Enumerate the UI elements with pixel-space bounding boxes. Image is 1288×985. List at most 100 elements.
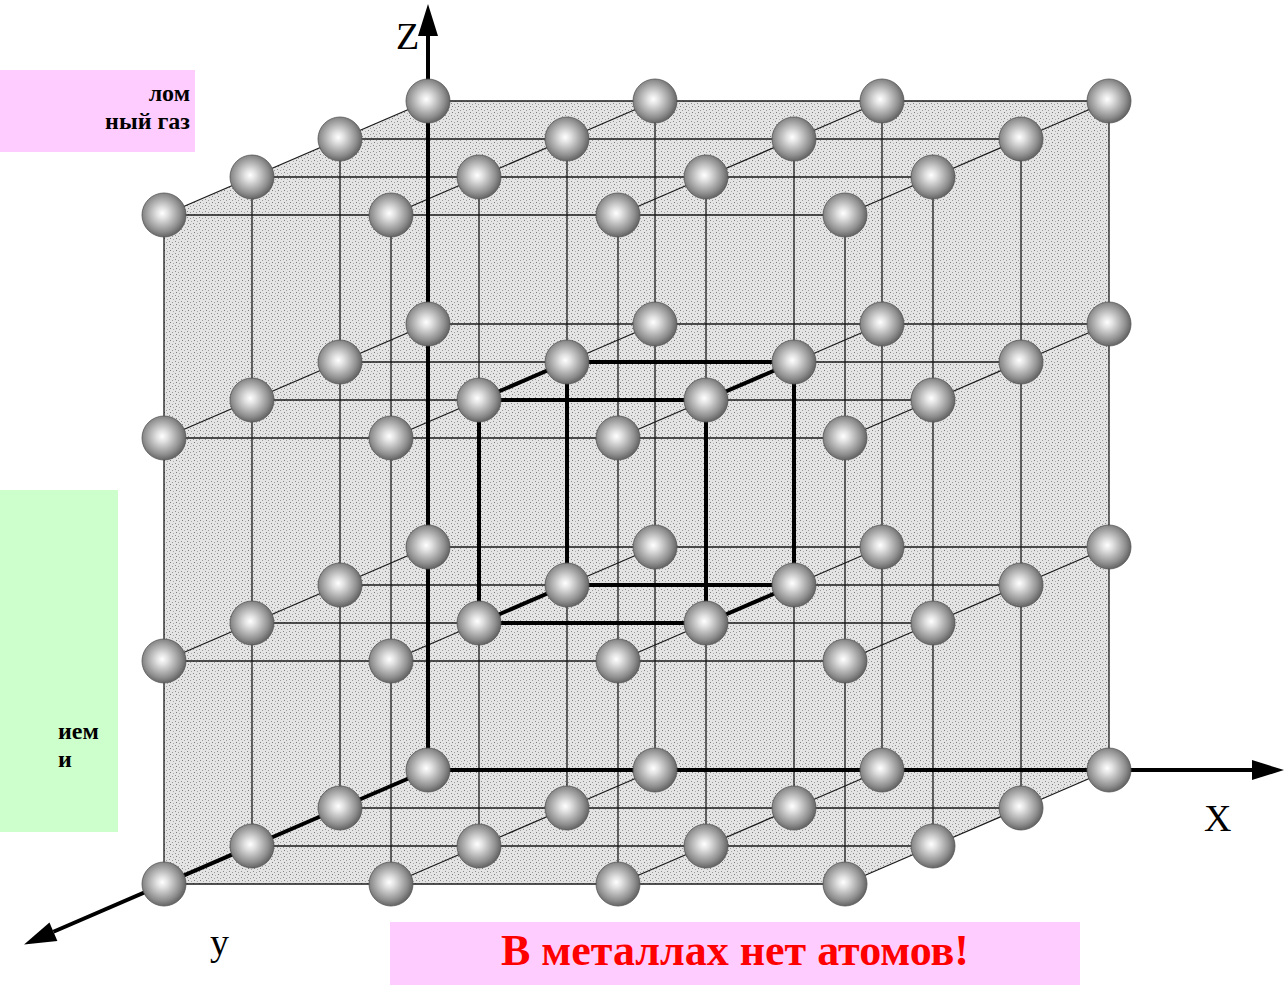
atom-sphere [911,824,955,868]
atom-sphere [860,525,904,569]
atom-sphere [406,525,450,569]
atom-sphere [1087,79,1131,123]
grid-line [617,438,618,661]
atom-sphere [772,786,816,830]
atom-sphere [772,117,816,161]
atom-sphere [999,786,1043,830]
atom-sphere [772,340,816,384]
axis-label: X [1204,798,1231,840]
unit-cell-edge [792,362,796,585]
atom-sphere [142,639,186,683]
atom-sphere [369,862,413,906]
grid-line [567,361,794,362]
unit-cell-edge [477,400,481,623]
unit-cell-edge [479,621,706,625]
atom-sphere [999,340,1043,384]
grid-line [882,323,1109,324]
atom-sphere [1087,748,1131,792]
atoms [142,79,1131,906]
grid-line [340,584,567,585]
grid-line [932,623,933,846]
atom-sphere [230,378,274,422]
atom-sphere [457,155,501,199]
atom-sphere [772,563,816,607]
arrow-head [418,4,438,36]
z-axis [426,32,430,770]
atom-sphere [860,748,904,792]
atom-sphere [545,117,589,161]
grid-line [655,546,882,547]
grid-line [618,437,845,438]
grid-line [794,584,1021,585]
grid-line [881,101,882,324]
atom-sphere [823,416,867,460]
grid-line [164,214,391,215]
atom-sphere [860,79,904,123]
grid-line [618,660,845,661]
grid-line [391,660,618,661]
atom-sphere [230,601,274,645]
atom-sphere [911,601,955,645]
grid-line [844,215,845,438]
atom-sphere [999,563,1043,607]
grid-line [932,177,933,400]
arrow-head [1252,760,1284,780]
grid-line [654,547,655,770]
atom-sphere [142,416,186,460]
grid-line [794,138,1021,139]
atom-sphere [1087,525,1131,569]
grid-line [339,362,340,585]
atom-sphere [406,748,450,792]
atom-sphere [457,601,501,645]
atom-sphere [596,416,640,460]
grid-line [705,623,706,846]
grid-line [794,361,1021,362]
grid-line [251,400,252,623]
atom-sphere [860,302,904,346]
unit-cell-edge [479,398,706,402]
grid-line [882,546,1109,547]
grid-line [428,546,655,547]
grid-line [390,438,391,661]
grid-line [794,807,1021,808]
grid-line [1020,585,1021,808]
atom-sphere [142,193,186,237]
atom-sphere [823,862,867,906]
atom-sphere [633,525,677,569]
atom-sphere [684,824,728,868]
note-text: ием и [58,718,110,773]
grid-line [706,622,933,623]
atom-sphere [318,117,362,161]
unit-cell-edge [704,400,708,623]
grid-line [391,214,618,215]
grid-line [340,361,567,362]
unit-cell-edge [567,360,794,364]
grid-line [655,323,882,324]
grid-line [478,177,479,400]
grid-line [163,438,164,661]
grid-line [705,400,706,623]
atom-sphere [142,862,186,906]
atom-sphere [230,155,274,199]
grid-line [252,176,479,177]
grid-line [164,660,391,661]
axes [24,4,1284,944]
atom-sphere [999,117,1043,161]
grid-line [251,623,252,846]
grid-line [252,399,479,400]
unit-cell-edge [567,583,794,587]
grid-line [391,437,618,438]
grid-line [844,661,845,884]
grid-line [932,400,933,623]
grid-line [844,438,845,661]
grid-line [793,585,794,808]
note-text: лом ный газ [98,80,190,135]
grid-line [164,437,391,438]
unit-cell [479,362,794,623]
grid-line [478,623,479,846]
grid-line [479,622,706,623]
grid-line [566,362,567,585]
grid-line [793,139,794,362]
atom-sphere [369,193,413,237]
grid-line [566,585,567,808]
